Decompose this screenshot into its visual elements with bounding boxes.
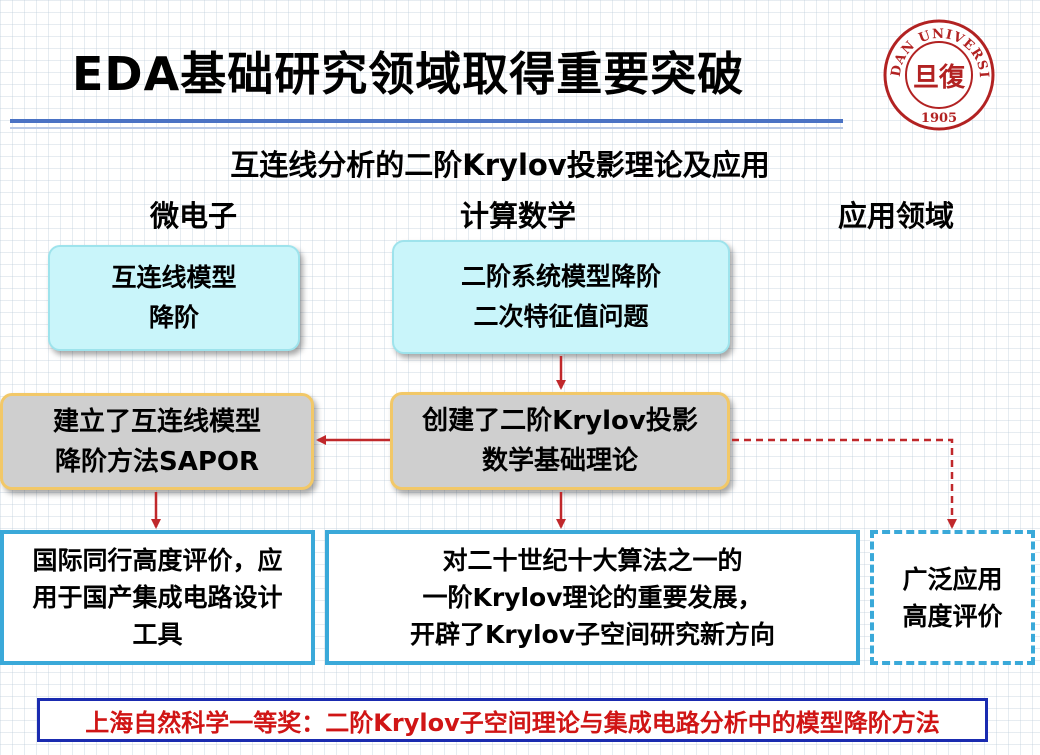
box-krylov-theory: 创建了二阶Krylov投影 数学基础理论 bbox=[390, 392, 730, 490]
title-underline bbox=[10, 119, 843, 123]
column-heading-computational-math: 计算数学 bbox=[460, 199, 577, 233]
box-line: 互连线模型 bbox=[111, 263, 237, 292]
diagram-subtitle: 互连线分析的二阶Krylov投影理论及应用 bbox=[230, 148, 770, 182]
box-peer-review: 国际同行高度评价，应 用于国产集成电路设计 工具 bbox=[0, 530, 315, 665]
box-line: 创建了二阶Krylov投影 bbox=[422, 406, 698, 436]
arrow-theory-to-application bbox=[732, 438, 957, 529]
box-line: 对二十世纪十大算法之一的 bbox=[442, 546, 743, 575]
column-heading-microelectronics: 微电子 bbox=[150, 199, 238, 233]
box-line: 二阶系统模型降阶 bbox=[460, 262, 661, 291]
box-line: 广泛应用 bbox=[902, 564, 1003, 594]
box-second-order-system: 二阶系统模型降阶 二次特征值问题 bbox=[392, 240, 730, 354]
box-line: 数学基础理论 bbox=[481, 446, 638, 476]
seal-year: 1905 bbox=[921, 111, 957, 126]
award-banner: 上海自然科学一等奖：二阶Krylov子空间理论与集成电路分析中的模型降阶方法 bbox=[37, 698, 988, 742]
box-line: 一阶Krylov理论的重要发展， bbox=[422, 583, 763, 612]
page-title: EDA基础研究领域取得重要突破 bbox=[72, 47, 745, 101]
box-wide-application: 广泛应用 高度评价 bbox=[870, 530, 1035, 665]
title-underline-light bbox=[10, 127, 843, 129]
box-line: 用于国产集成电路设计 bbox=[32, 583, 283, 612]
box-line: 建立了互连线模型 bbox=[52, 406, 261, 437]
box-line: 降阶方法SAPOR bbox=[54, 446, 260, 477]
column-heading-applications: 应用领域 bbox=[838, 199, 955, 233]
box-line: 二次特征值问题 bbox=[473, 302, 649, 331]
box-line: 工具 bbox=[132, 620, 183, 649]
box-sapor-method: 建立了互连线模型 降阶方法SAPOR bbox=[0, 393, 314, 490]
box-interconnect-model: 互连线模型 降阶 bbox=[48, 245, 300, 351]
box-line: 降阶 bbox=[148, 303, 199, 332]
box-krylov-development: 对二十世纪十大算法之一的 一阶Krylov理论的重要发展， 开辟了Krylov子… bbox=[325, 530, 860, 665]
box-line: 高度评价 bbox=[902, 601, 1003, 631]
box-line: 国际同行高度评价，应 bbox=[32, 546, 283, 575]
fudan-university-seal-icon: FUDAN UNIVERSITY 1905 旦復 bbox=[882, 18, 995, 131]
seal-glyph: 旦復 bbox=[913, 62, 966, 93]
box-line: 开辟了Krylov子空间研究新方向 bbox=[409, 620, 776, 649]
